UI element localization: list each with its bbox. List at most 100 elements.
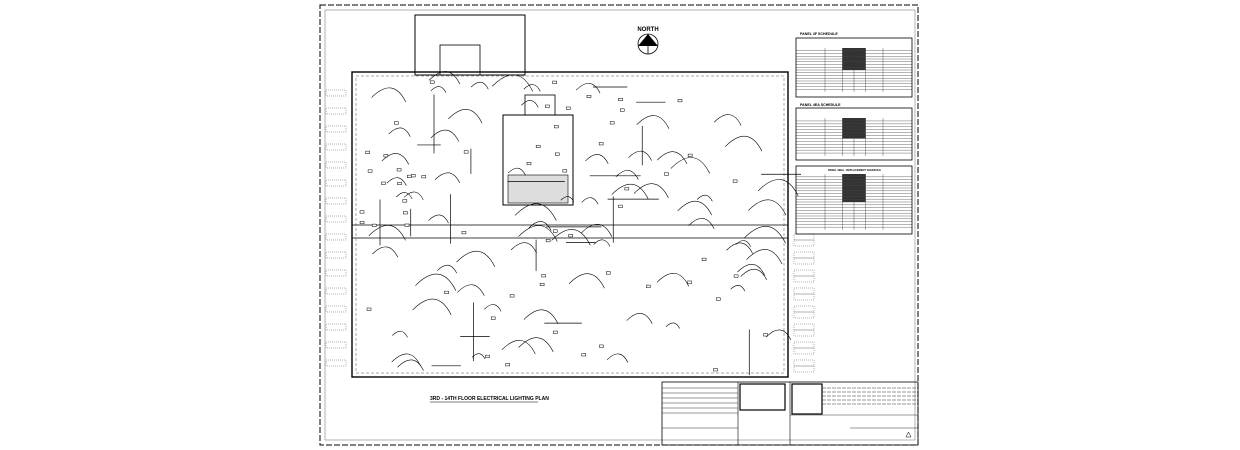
circuit-arc <box>746 249 783 265</box>
circuit-arc <box>628 150 652 161</box>
annotation-tag <box>325 233 347 241</box>
light-fixture-icon <box>606 271 611 275</box>
circuit-arc <box>428 214 449 224</box>
light-fixture-icon <box>396 168 402 172</box>
annotation-tag <box>325 143 347 151</box>
annotation-tag <box>325 359 347 367</box>
title-block <box>661 381 919 446</box>
circuit-arc <box>606 353 629 363</box>
annotation-tag <box>793 275 815 283</box>
annotation-tag <box>793 329 815 337</box>
annotation-tag <box>325 107 347 115</box>
circuit-arc <box>593 239 611 247</box>
circuit-arc <box>388 127 411 137</box>
light-fixture-icon <box>609 121 615 125</box>
circuit-arc <box>757 179 799 197</box>
circuit-arc <box>740 268 767 280</box>
light-fixture-icon <box>359 221 365 225</box>
annotation-tag <box>325 323 347 331</box>
light-fixture-icon <box>566 106 571 110</box>
schedule-cell-fill <box>842 118 866 121</box>
stair-treads <box>507 174 569 204</box>
schedule-cell-fill <box>842 50 866 54</box>
circuit-arc <box>670 157 710 174</box>
light-fixture-icon <box>619 108 625 112</box>
stamp-box <box>791 383 823 415</box>
schedule-cell-fill <box>842 64 866 68</box>
light-fixture-icon <box>505 363 510 367</box>
circuit-arc <box>514 203 557 221</box>
circuit-arc <box>521 100 539 108</box>
schedule-cell-fill <box>842 176 866 180</box>
annotation-tag <box>325 161 347 169</box>
light-fixture-icon <box>552 80 557 84</box>
building-inner-wall <box>355 75 785 374</box>
annotation-tag <box>793 359 815 367</box>
circuit-arc <box>428 71 461 85</box>
light-fixture-icon <box>490 316 496 320</box>
annotation-tag <box>325 251 347 259</box>
light-fixture-icon <box>553 330 558 334</box>
circuit-arc <box>585 154 609 164</box>
light-fixture-icon <box>763 333 768 337</box>
circuit-arc <box>730 285 746 292</box>
annotation-tag <box>325 341 347 349</box>
light-fixture-icon <box>485 354 490 358</box>
light-fixture-icon <box>568 234 573 238</box>
circuit-arc <box>626 313 653 324</box>
annotation-tag <box>793 257 815 265</box>
elevator <box>524 94 556 116</box>
light-fixture-icon <box>618 204 623 208</box>
schedule-cell-fill <box>842 132 866 136</box>
circuit-arc <box>397 359 424 371</box>
floor-plan <box>325 14 815 378</box>
light-fixture-icon <box>732 179 738 183</box>
circuit-arc <box>501 340 536 355</box>
circuit-arc <box>656 273 690 287</box>
circuit-arc <box>696 194 713 202</box>
schedule-title: PANEL 4EA SCHEDULE <box>800 103 841 107</box>
annotation-tag <box>325 287 347 295</box>
light-fixture-icon <box>371 223 377 227</box>
light-fixture-icon <box>397 182 402 186</box>
light-fixture-icon <box>359 210 365 214</box>
circuit-arc <box>386 177 407 186</box>
schedule-cell-fill <box>842 135 866 139</box>
circuit-arc <box>713 114 742 126</box>
annotation-tag <box>793 293 815 301</box>
light-fixture-icon <box>381 181 386 185</box>
annotation-tag <box>793 347 815 355</box>
light-fixture-icon <box>618 98 623 102</box>
light-fixture-icon <box>545 239 551 243</box>
circuit-arc <box>528 221 552 231</box>
light-fixture-icon <box>526 162 532 166</box>
annotation-tag <box>793 251 815 259</box>
schedule-cell-fill <box>842 67 866 70</box>
schedule-cell-fill <box>842 48 866 51</box>
circuit-arc <box>677 201 712 216</box>
annotation-tag <box>325 197 347 205</box>
light-fixture-icon <box>598 142 604 146</box>
schedule-cell-fill <box>842 199 866 202</box>
circuit-arc <box>415 273 457 291</box>
light-fixture-icon <box>404 223 410 227</box>
annotation-tag <box>325 269 347 277</box>
north-arrow-icon <box>638 34 658 46</box>
schedule-cell-fill <box>842 56 866 59</box>
circuit-arc <box>430 129 460 142</box>
light-fixture-icon <box>535 144 541 148</box>
annotation-tag <box>793 341 815 349</box>
annotation-tag <box>793 365 815 373</box>
light-fixture-icon <box>545 104 550 108</box>
schedule-cell-fill <box>842 61 866 65</box>
light-fixture-icon <box>687 153 693 157</box>
circuit-arc <box>726 242 753 254</box>
light-fixture-icon <box>687 280 692 284</box>
schedule-title: PANEL 4EEA - REPLACEMENT SCHEDULE <box>828 168 881 172</box>
circuit-arc <box>581 197 599 205</box>
light-fixture-icon <box>394 121 399 125</box>
schedule-cell-fill <box>842 59 866 62</box>
schedule-cell-fill <box>842 126 866 130</box>
schedule-cell-fill <box>842 182 866 186</box>
circuit-arc <box>735 240 752 247</box>
